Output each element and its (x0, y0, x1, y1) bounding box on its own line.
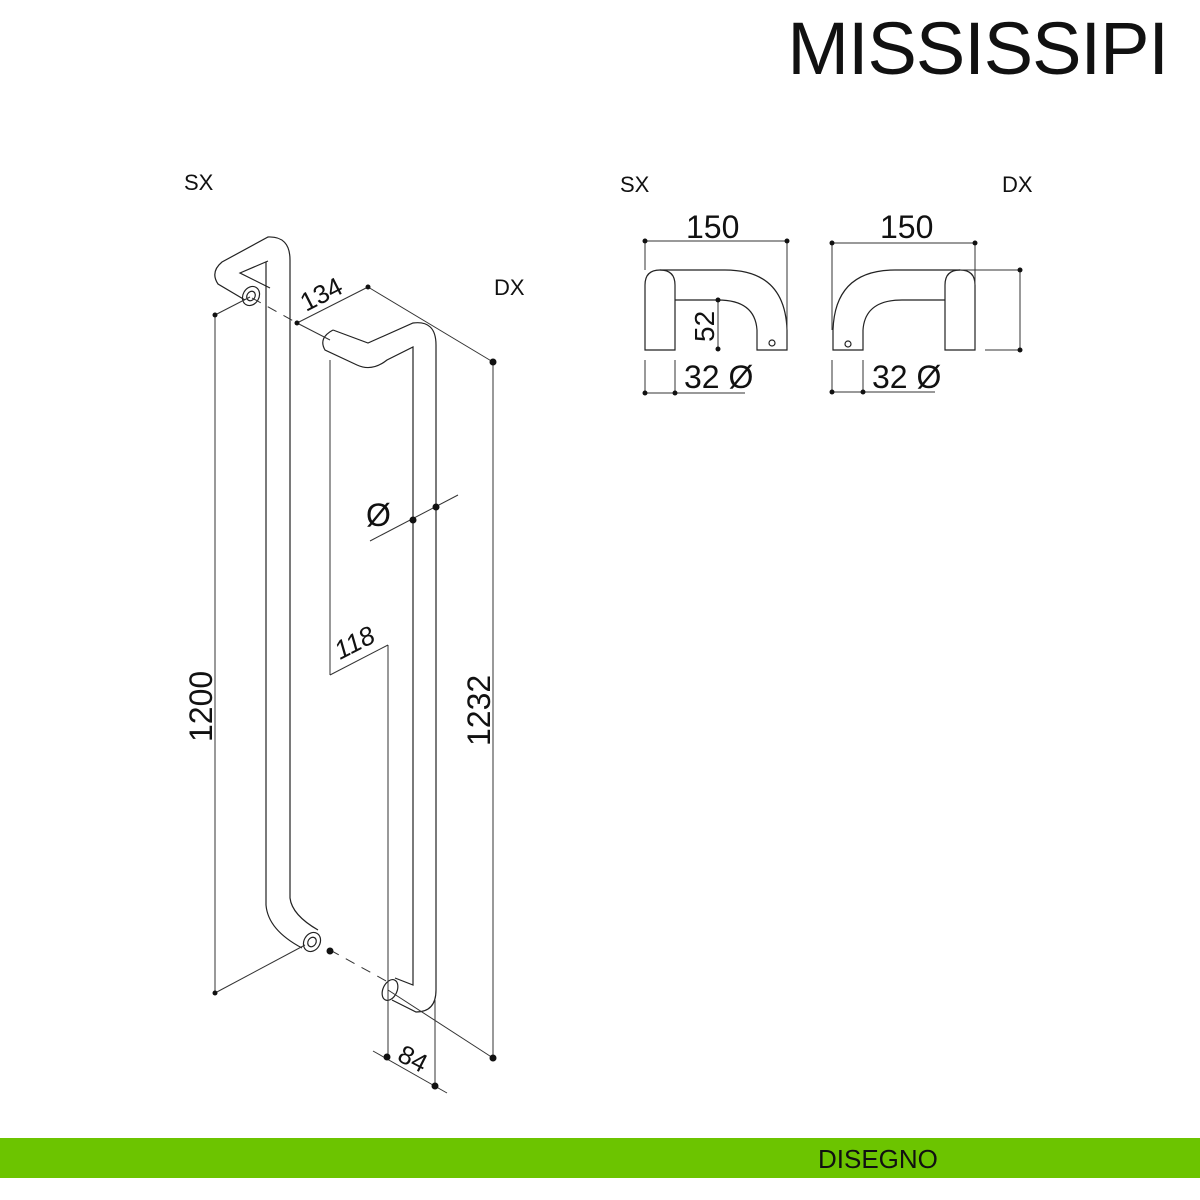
sx-dim-height: 52 (689, 311, 720, 342)
dx-dim-width: 150 (880, 209, 933, 245)
dim-length-sx: 1200 (183, 671, 219, 742)
end-cap-bottom (302, 931, 322, 953)
sx-dim-width: 150 (686, 209, 739, 245)
dimension-lines (212, 284, 497, 1094)
dim-diameter: Ø (366, 497, 391, 533)
sx-dim-diameter: 32 Ø (684, 359, 753, 395)
side-views: SX DX 150 52 32 Ø (620, 172, 1033, 396)
dx-dim-diameter: 32 Ø (872, 359, 941, 395)
product-title: MISSISSIPI (787, 7, 1169, 90)
perspective-view: SX DX (183, 170, 525, 1094)
footer-label: DISEGNO (818, 1144, 938, 1174)
label-dx: DX (494, 275, 525, 300)
handle-sx (214, 236, 322, 953)
side-label-sx: SX (620, 172, 650, 197)
end-cap-top (241, 285, 261, 307)
dim-center: 118 (329, 620, 380, 666)
side-label-dx: DX (1002, 172, 1033, 197)
handle-dx (322, 322, 437, 1013)
side-view-dx: 150 32 Ø (829, 209, 1023, 395)
dim-depth: 134 (295, 271, 347, 317)
dim-width: 84 (393, 1039, 432, 1079)
label-sx: SX (184, 170, 214, 195)
dim-length-dx: 1232 (461, 675, 497, 746)
footer-bar: DISEGNO (0, 1138, 1200, 1178)
side-view-sx: 150 52 32 Ø (642, 209, 790, 396)
